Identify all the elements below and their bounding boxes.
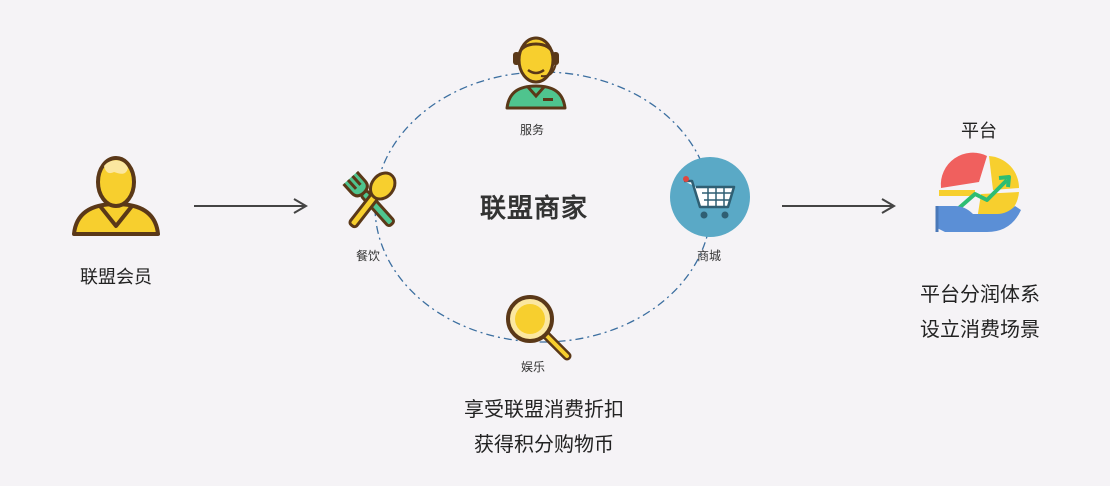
spoon-fork-icon (342, 170, 397, 229)
dining-label: 餐饮 (356, 249, 381, 263)
platform-line: 平台分润体系 (920, 282, 1040, 306)
member-avatar-icon (72, 156, 160, 236)
platform-line: 设立消费场景 (920, 317, 1040, 341)
platform-title: 平台 (961, 121, 997, 142)
arrow-right-icon (194, 198, 308, 214)
arrow-right-icon (782, 198, 896, 214)
member-benefits: 享受联盟消费折扣 获得积分购物币 (444, 392, 644, 462)
mall-label: 商城 (697, 249, 722, 263)
platform-description: 平台分润体系 设立消费场景 (900, 277, 1060, 347)
service-label: 服务 (520, 123, 545, 137)
entertainment-label: 娱乐 (521, 360, 546, 374)
platform-chart-hand-icon (935, 152, 1021, 232)
magnifier-icon (506, 295, 572, 361)
center-title: 联盟商家 (480, 194, 589, 224)
shopping-cart-icon (670, 157, 750, 237)
customer-service-icon (505, 36, 567, 110)
benefit-line: 享受联盟消费折扣 (464, 397, 624, 421)
benefit-line: 获得积分购物币 (474, 432, 614, 456)
member-label: 联盟会员 (80, 267, 152, 288)
